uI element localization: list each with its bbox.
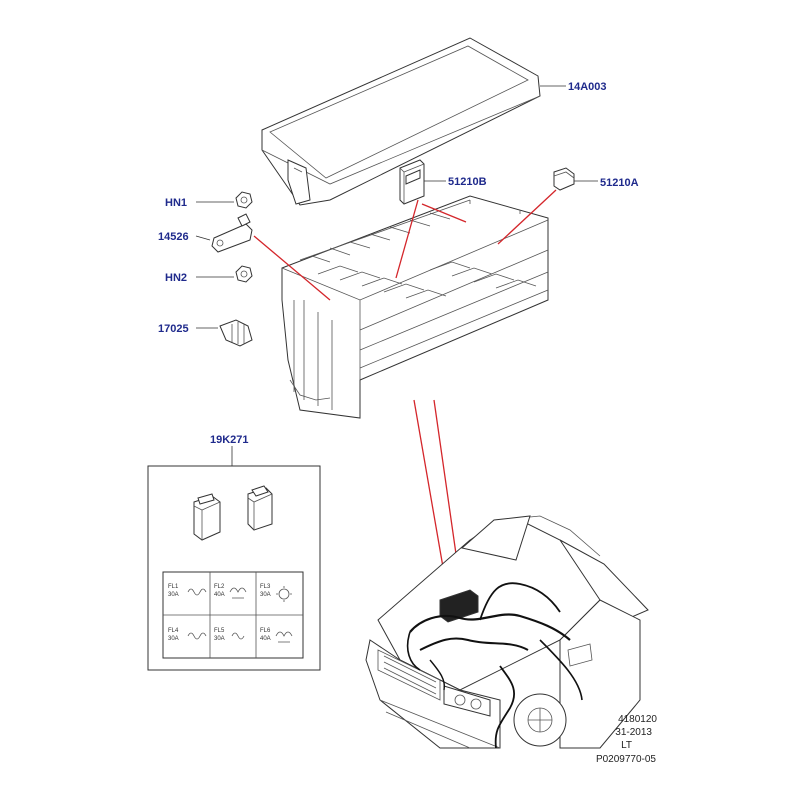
fuse-51210b — [399, 159, 446, 205]
svg-text:40A: 40A — [260, 636, 271, 642]
svg-text:FL6: FL6 — [260, 628, 271, 634]
svg-text:FL4: FL4 — [168, 628, 179, 634]
footer-code: 4180120 — [618, 714, 657, 725]
callout-51210b: 51210B — [448, 176, 487, 188]
callout-17025: 17025 — [158, 323, 189, 335]
nut-hn2 — [196, 265, 253, 283]
fuse-cell-4: FL4 30A — [168, 628, 179, 642]
fuse-cell-5: FL5 30A — [214, 628, 225, 642]
stud-14526 — [195, 213, 253, 253]
cartridge-fuse-left — [193, 493, 221, 541]
svg-text:30A: 30A — [168, 636, 179, 642]
vehicle-front — [365, 515, 649, 749]
callout-hn1: HN1 — [165, 197, 187, 209]
svg-text:30A: 30A — [260, 592, 271, 598]
bolt-17025 — [196, 319, 253, 347]
callout-51210a: 51210A — [600, 177, 639, 189]
callout-19k271: 19K271 — [210, 434, 249, 446]
fuse-box-cover — [261, 37, 566, 206]
fuse-box-body — [281, 195, 549, 419]
svg-text:FL2: FL2 — [214, 584, 225, 590]
fuse-cell-2: FL2 40A — [214, 584, 225, 598]
svg-text:FL5: FL5 — [214, 628, 225, 634]
callout-14526: 14526 — [158, 231, 189, 243]
footer-region: LT — [621, 740, 632, 751]
callout-14a003: 14A003 — [568, 81, 607, 93]
fuse-rating-table — [162, 571, 304, 659]
svg-text:30A: 30A — [168, 592, 179, 598]
nut-hn1 — [196, 191, 253, 209]
svg-text:FL1: FL1 — [168, 584, 179, 590]
fuse-51210a — [553, 167, 598, 191]
fuse-kit-panel: FL1 30A FL2 40A FL3 30A FL4 30A FL5 30A … — [147, 446, 321, 671]
footer-date: 31-2013 — [615, 727, 652, 738]
cartridge-fuse-right — [247, 485, 273, 531]
svg-text:30A: 30A — [214, 636, 225, 642]
footer-illustration-id: P0209770-05 — [596, 754, 656, 765]
callout-hn2: HN2 — [165, 272, 187, 284]
fuse-cell-6: FL6 40A — [260, 628, 271, 642]
fuse-cell-3: FL3 30A — [260, 584, 271, 598]
fuse-cell-1: FL1 30A — [168, 584, 179, 598]
svg-text:40A: 40A — [214, 592, 225, 598]
svg-text:FL3: FL3 — [260, 584, 271, 590]
